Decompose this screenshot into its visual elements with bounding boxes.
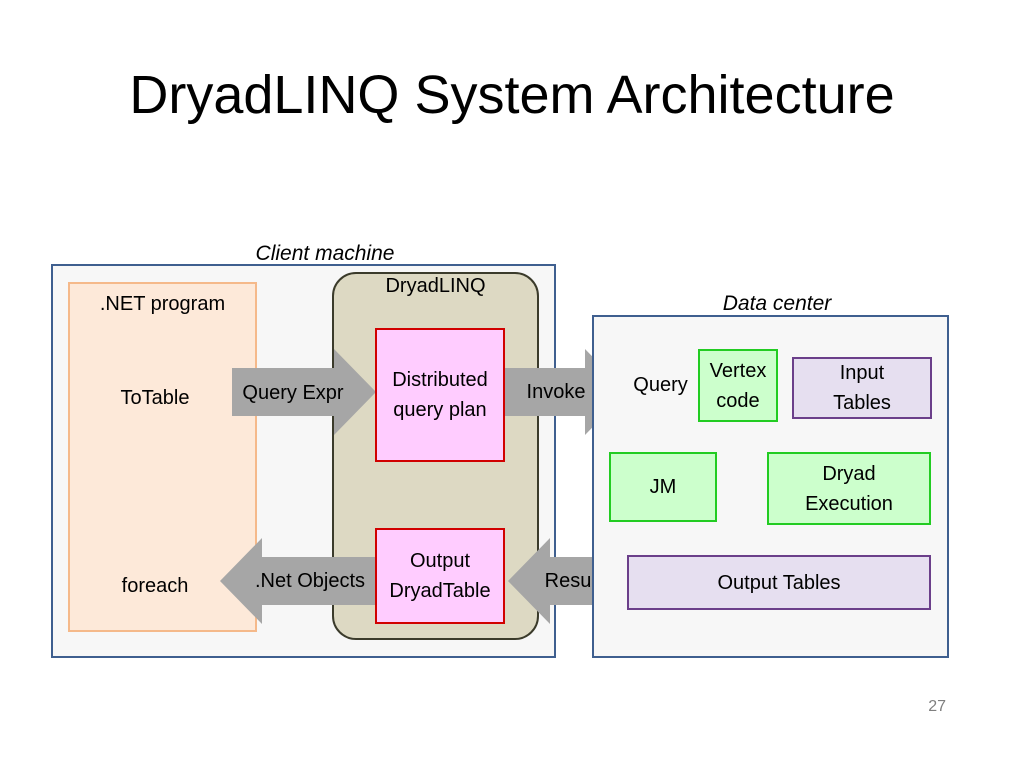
jm-box: JM xyxy=(609,452,717,522)
page-number: 27 xyxy=(928,698,946,715)
output-tables-label: Output Tables xyxy=(717,571,841,594)
jm-label: JM xyxy=(649,476,677,498)
input-tables-line2: Tables xyxy=(833,392,891,414)
totable-label: ToTable xyxy=(120,387,190,409)
dryad-execution-box: Dryad Execution xyxy=(767,452,931,525)
foreach-label: foreach xyxy=(121,575,189,597)
query-expr-label: Query Expr xyxy=(242,382,344,404)
data-center-caption: Data center xyxy=(722,292,832,315)
net-program-label: .NET program xyxy=(99,293,226,315)
net-objects-label: .Net Objects xyxy=(254,570,366,592)
vertex-code-line2: code xyxy=(716,389,760,412)
query-expr-arrow xyxy=(232,349,376,435)
input-tables-box: Input Tables xyxy=(792,357,932,419)
distributed-query-plan-line1: Distributed xyxy=(392,369,488,391)
net-objects-arrow xyxy=(220,538,376,624)
page-title: DryadLINQ System Architecture xyxy=(129,65,895,125)
vertex-code-line1: Vertex xyxy=(709,359,767,382)
client-machine-caption: Client machine xyxy=(255,242,395,265)
distributed-query-plan-box: Distributed query plan xyxy=(375,328,505,462)
output-dryadtable-line2: DryadTable xyxy=(389,580,491,602)
input-tables-line1: Input xyxy=(839,362,885,384)
dryadlinq-label: DryadLINQ xyxy=(385,275,486,297)
net-program-panel xyxy=(68,282,257,632)
dryad-execution-line2: Execution xyxy=(805,492,893,515)
output-dryadtable-line1: Output xyxy=(409,550,471,572)
invoke-label: Invoke xyxy=(526,381,586,403)
output-dryadtable-box: Output DryadTable xyxy=(375,528,505,624)
dryad-execution-line1: Dryad xyxy=(822,462,876,485)
output-tables-box: Output Tables xyxy=(627,555,931,610)
vertex-code-box: Vertex code xyxy=(698,349,778,422)
query-label: Query xyxy=(633,374,688,396)
distributed-query-plan-line2: query plan xyxy=(393,399,487,421)
